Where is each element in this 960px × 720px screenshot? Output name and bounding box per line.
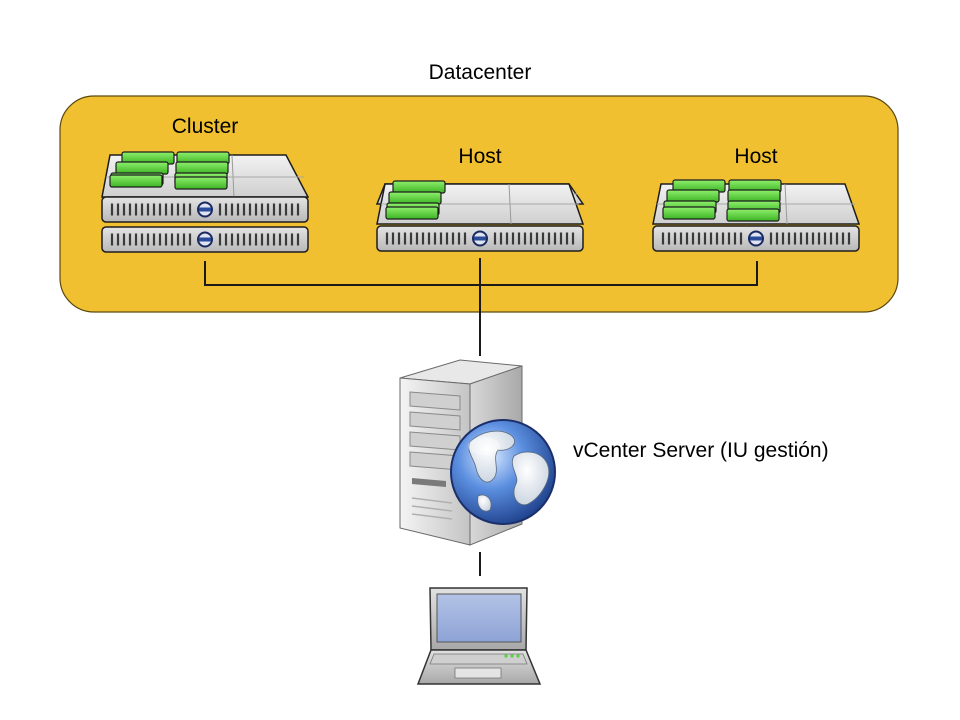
laptop-icon	[416, 587, 542, 685]
cluster-label: Cluster	[171, 115, 239, 138]
host-server-icon	[376, 180, 585, 251]
host-label-1: Host	[458, 145, 502, 168]
vcenter-label: vCenter Server (IU gestión)	[573, 439, 829, 462]
host-server-icon	[652, 179, 861, 251]
datacenter-label: Datacenter	[428, 61, 532, 84]
network-links	[204, 258, 758, 576]
vcenter-server-icon	[399, 359, 556, 546]
host-label-2: Host	[734, 145, 778, 168]
cluster-server-icon	[101, 151, 310, 252]
